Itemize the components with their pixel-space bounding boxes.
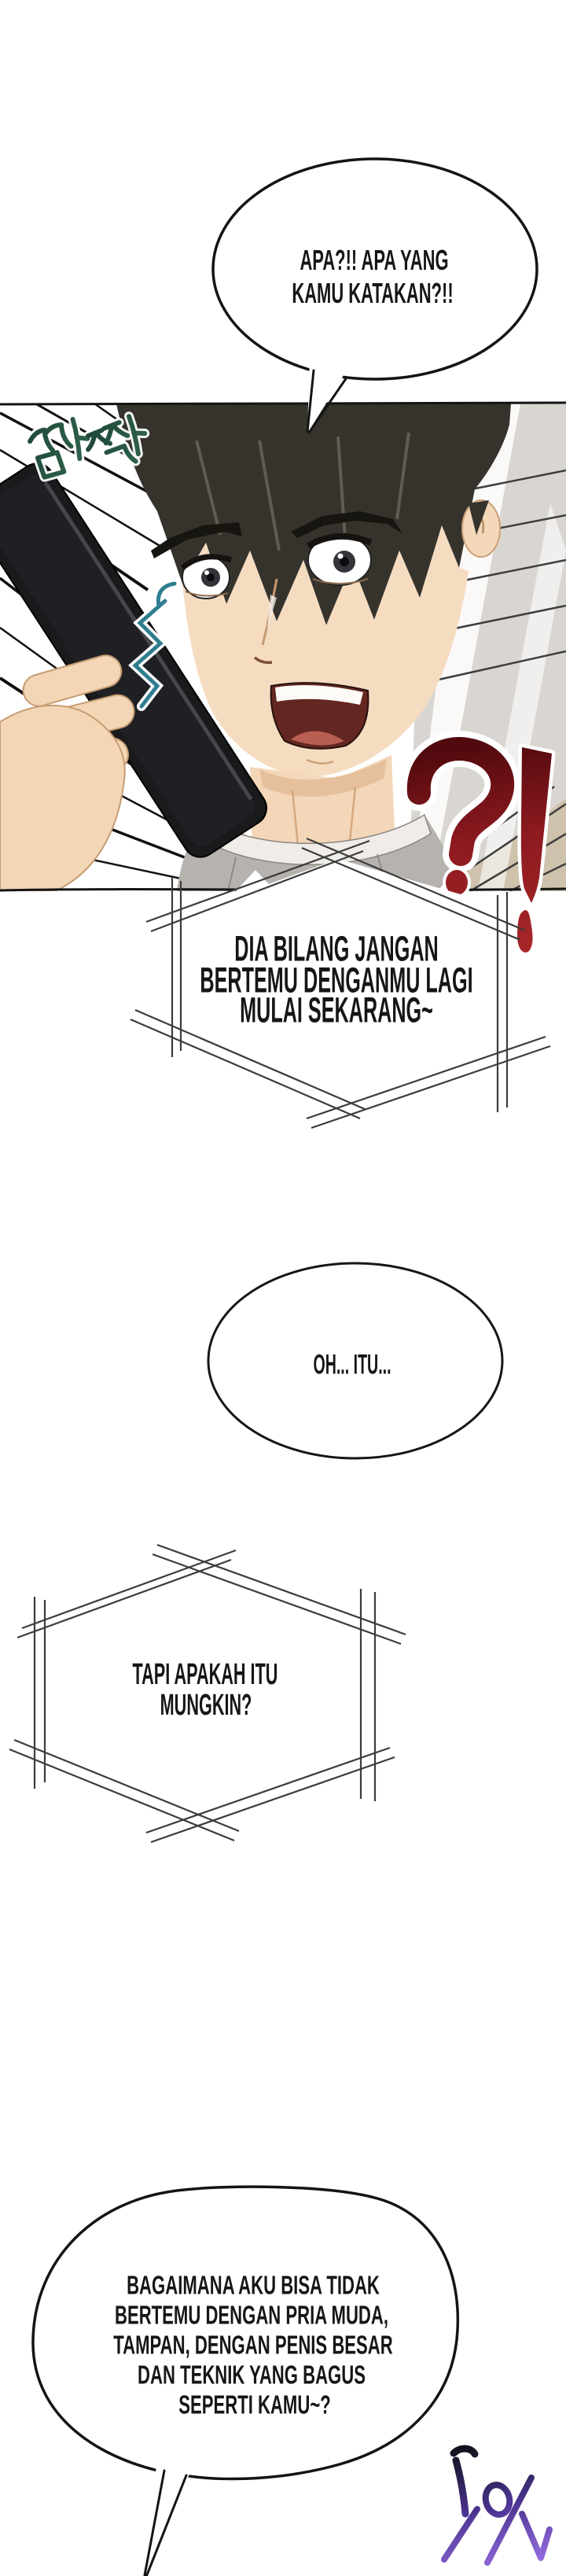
left-eye (180, 554, 233, 599)
speech-bubble-big-shape (31, 2185, 460, 2576)
surprise-sfx-icon (25, 411, 150, 482)
left-eyebrow (151, 522, 242, 558)
bubble-big-line3: TAMPAN, DENGAN PENIS BESAR (113, 2330, 393, 2360)
right-eye (306, 533, 373, 586)
bubble-top-line2: KAMU KATAKAN?!! (292, 277, 454, 309)
speech-bubble-oval-shape (207, 1262, 504, 1460)
interrobang-sfx-icon (400, 731, 556, 956)
bubble-big-line5: SEPERTI KAMU~? (178, 2390, 331, 2419)
speech-bubble-top-shape (211, 157, 538, 434)
hand (0, 654, 135, 891)
bubble-jagged-line1: DIA BILANG JANGAN (234, 928, 439, 969)
bubble-big-line2: BERTEMU DENGAN PRIA MUDA, (114, 2300, 389, 2330)
hair-highlights (195, 432, 410, 551)
speech-bubble-hex-shape (9, 1543, 406, 1844)
bubble-jagged-line2: BERTEMU DENGANMU LAGI (200, 960, 473, 1001)
shirt (177, 815, 462, 891)
phone-shake-accent (128, 579, 179, 711)
bubble-tail (143, 2469, 188, 2576)
nose (253, 578, 278, 665)
bubble-tail (306, 369, 348, 434)
bubble-hex-line1: TAPI APAKAH ITU (132, 1658, 278, 1691)
bubble-jagged-line3: MULAI SEKARANG~ (240, 989, 433, 1030)
bubble-oval-line1: OH... ITU... (313, 1349, 391, 1380)
bubble-big-line4: DAN TEKNIK YANG BAGUS (138, 2360, 366, 2390)
bubble-big-line1: BAGAIMANA AKU BISA TIDAK (127, 2270, 380, 2300)
character-face (182, 525, 469, 777)
bubble-hex-line2: MUNGKIN? (160, 1689, 252, 1722)
purple-brush-sfx-icon (441, 2445, 553, 2566)
right-eyebrow (291, 511, 402, 538)
exclamation-drip (514, 907, 535, 956)
panel-top-border (0, 401, 566, 406)
speech-bubble-jagged-shape (130, 837, 551, 1130)
bubble-top-line1: APA?!! APA YANG (300, 244, 449, 276)
exclamation-bar (517, 743, 556, 907)
question-mark (406, 737, 515, 866)
mouth (270, 682, 369, 750)
shirt-collar (204, 813, 432, 865)
